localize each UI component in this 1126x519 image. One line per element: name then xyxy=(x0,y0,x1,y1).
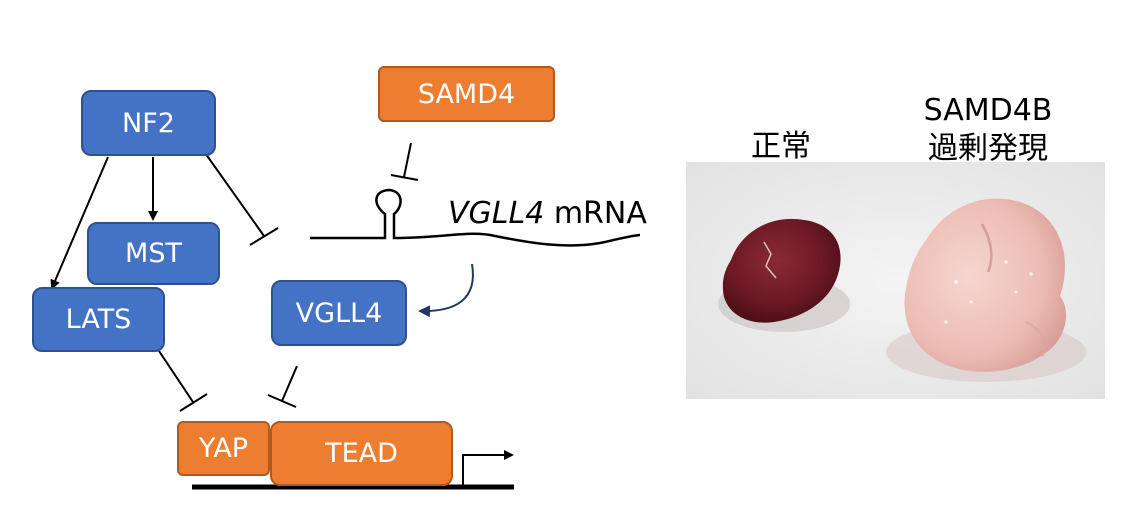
liver-photo xyxy=(686,162,1105,399)
mrna-label: VGLL4 mRNA xyxy=(448,196,647,231)
mrna-strand xyxy=(310,188,641,247)
liver-photo-drawing xyxy=(686,162,1105,399)
overexpression-label-line2: 過剰発現 xyxy=(928,131,1048,166)
vgll4-node: VGLL4 xyxy=(271,280,407,346)
inhibit-samd4-to-mrna xyxy=(403,142,412,178)
transcription-start-arrow xyxy=(462,450,514,487)
enlarged-liver-fold xyxy=(980,223,993,273)
arrow-mrna-to-vgll4 xyxy=(418,263,474,318)
inhibit-nf2-to-mrna xyxy=(202,149,265,237)
tead-node: TEAD xyxy=(270,421,453,486)
lats-node: LATS xyxy=(32,287,165,352)
inhibit-lats-to-yap xyxy=(158,350,194,403)
mst-node: MST xyxy=(87,222,220,285)
samd4-node: SAMD4 xyxy=(378,66,555,122)
inhibit-vgll4-to-tead xyxy=(281,365,298,402)
enlarged-liver-lobe-edge xyxy=(1025,321,1047,357)
overexpression-label-line1: SAMD4B xyxy=(923,93,1053,128)
normal-label: 正常 xyxy=(751,129,811,164)
mrna-gene-name: VGLL4 xyxy=(448,196,545,231)
yap-node: YAP xyxy=(177,421,270,476)
inhibit-bar-samd4 xyxy=(390,174,419,181)
normal-liver xyxy=(722,218,841,323)
overexpression-label: SAMD4B 過剰発現 xyxy=(908,92,1068,168)
inhibit-bar-lats xyxy=(179,393,208,412)
inhibit-bar-vgll4 xyxy=(267,394,297,408)
normal-liver-highlight xyxy=(763,241,777,279)
arrow-nf2-to-lats xyxy=(50,156,109,290)
mrna-suffix: mRNA xyxy=(544,196,647,231)
inhibit-bar-nf2 xyxy=(249,227,279,246)
enlarged-liver xyxy=(904,198,1067,372)
nf2-node: NF2 xyxy=(81,90,216,156)
